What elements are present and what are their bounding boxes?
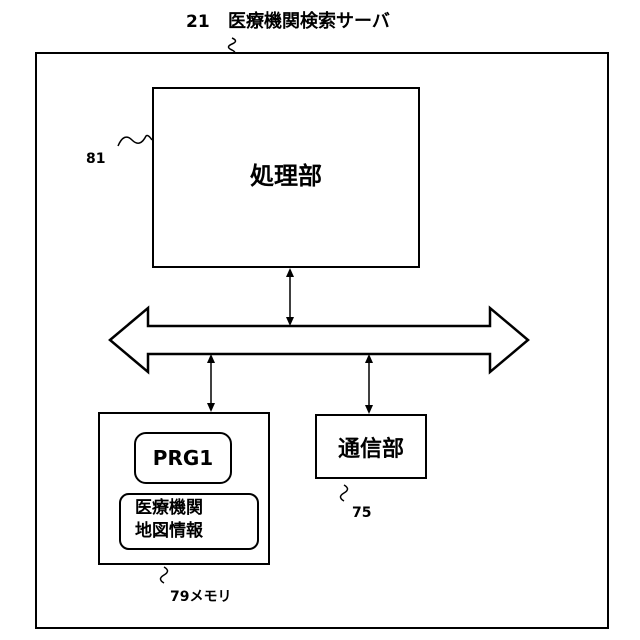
memory-leader-squiggle-top [161,567,168,583]
memory-ref-label: 79メモリ [170,590,231,604]
